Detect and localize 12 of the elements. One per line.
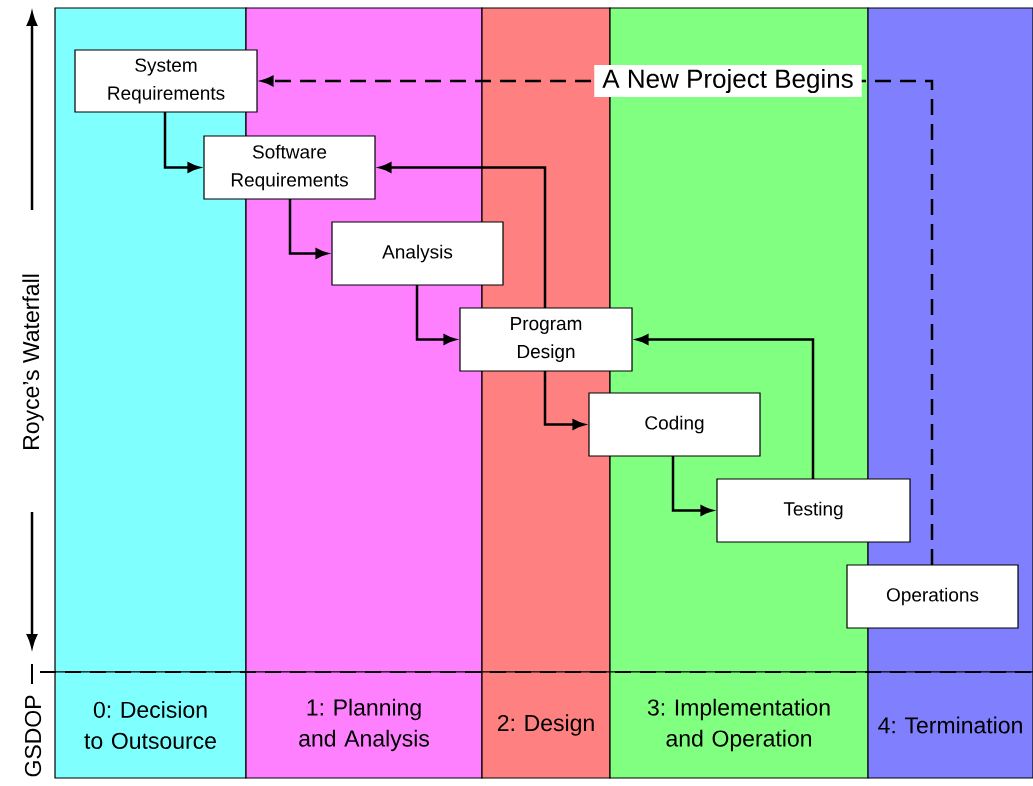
process-box: Software Requirements — [203, 135, 376, 200]
process-box: System Requirements — [74, 49, 258, 113]
process-box: Testing — [716, 478, 911, 543]
edge-label: A New Project Begins — [594, 64, 862, 98]
side-label: Royce’s Waterfall — [22, 274, 44, 449]
phase-cell: 0: Decision to Outsource — [54, 671, 247, 779]
phase-cell: 2: Design — [481, 671, 611, 779]
phase-cell: 1: Planning and Analysis — [245, 671, 483, 779]
phase-cell: 4: Termination — [867, 671, 1033, 779]
process-box: Operations — [846, 564, 1019, 629]
process-box: Program Design — [459, 307, 633, 372]
phase-cell: 3: Implementation and Operation — [609, 671, 869, 779]
